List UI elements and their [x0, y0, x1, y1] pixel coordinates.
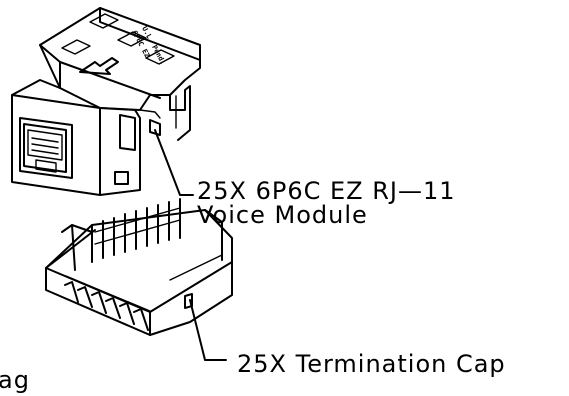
cut-off-text: ag [0, 366, 30, 394]
cap-leader-line [189, 299, 227, 361]
cap-callout: 25X Termination Cap [237, 350, 506, 378]
module-leader-line [154, 129, 194, 196]
module-callout-line2: Voice Module [197, 201, 368, 229]
termination-cap [45, 198, 233, 336]
rj11-voice-module [11, 7, 201, 196]
module-callout-line1: 25X 6P6C EZ RJ—11 [197, 177, 456, 205]
